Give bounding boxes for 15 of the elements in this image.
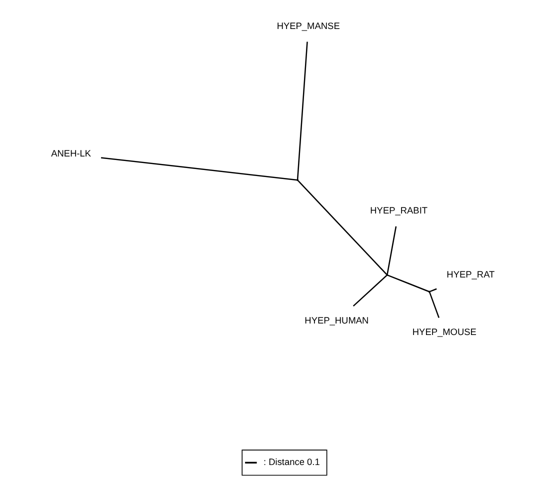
connector: [100, 157, 296, 181]
connector: [297, 180, 387, 275]
connector: [352, 275, 387, 307]
node-point: [296, 179, 298, 182]
node-text: ANEH-LK: [50, 148, 91, 159]
node-text: HYEP_RABIT: [370, 205, 428, 216]
node-text: HYEP_MOUSE: [412, 327, 476, 338]
connector: [296, 42, 308, 180]
connector: [428, 292, 440, 318]
legend-label: : Distance 0.1: [263, 457, 320, 468]
node-text: HYEP_MANSE: [276, 20, 340, 31]
connector: [429, 288, 436, 292]
node-text: HYEP_RAT: [446, 269, 494, 280]
node-text: HYEP_HUMAN: [304, 316, 368, 326]
connector: [386, 226, 396, 274]
